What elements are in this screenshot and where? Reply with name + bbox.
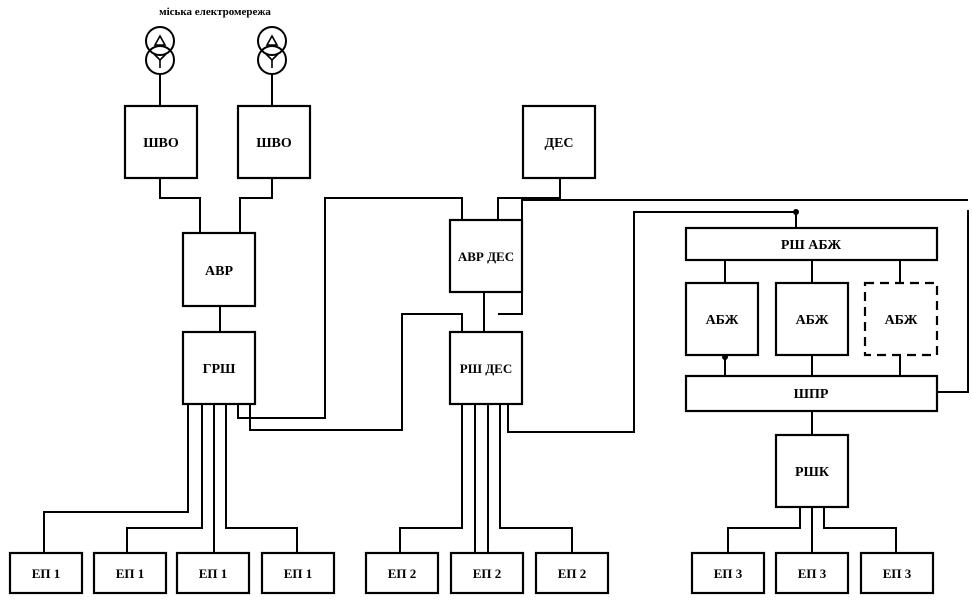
avr-des-box: АВР ДЕС	[448, 218, 524, 294]
svg-text:ШВО: ШВО	[256, 136, 292, 151]
svg-text:ЕП 2: ЕП 2	[558, 566, 587, 581]
svg-text:РШ АБЖ: РШ АБЖ	[781, 238, 841, 253]
load-ep3-b: ЕП 3	[774, 551, 850, 595]
wires	[43, 178, 969, 553]
shvo-box-2: ШВО	[236, 104, 312, 180]
svg-text:РШ ДЕС: РШ ДЕС	[460, 361, 512, 376]
svg-text:ЕП 1: ЕП 1	[116, 566, 145, 581]
svg-text:АВР ДЕС: АВР ДЕС	[458, 249, 514, 264]
load-ep3-a: ЕП 3	[690, 551, 766, 595]
abzh-box-2: АБЖ	[774, 281, 850, 357]
svg-text:ЕП 2: ЕП 2	[388, 566, 417, 581]
shpr-box: ШПР	[684, 374, 939, 413]
abzh-box-3-reserve: АБЖ	[863, 281, 939, 357]
svg-text:ЕП 3: ЕП 3	[798, 566, 827, 581]
svg-text:ЕП 1: ЕП 1	[32, 566, 61, 581]
svg-text:ЕП 3: ЕП 3	[714, 566, 743, 581]
load-ep1-b: ЕП 1	[92, 551, 168, 595]
svg-text:ДЕС: ДЕС	[544, 136, 573, 151]
svg-text:ГРШ: ГРШ	[203, 362, 236, 377]
grsh-box: ГРШ	[181, 330, 257, 406]
svg-text:ЕП 3: ЕП 3	[883, 566, 912, 581]
svg-text:АБЖ: АБЖ	[885, 313, 918, 328]
transformer-icon	[257, 26, 287, 106]
svg-text:ЕП 1: ЕП 1	[284, 566, 313, 581]
load-ep3-c: ЕП 3	[859, 551, 935, 595]
svg-text:ШПР: ШПР	[794, 387, 829, 402]
svg-text:РШК: РШК	[795, 465, 830, 480]
svg-text:АВР: АВР	[205, 264, 233, 279]
des-box: ДЕС	[521, 104, 597, 180]
load-ep1-a: ЕП 1	[8, 551, 84, 595]
rshk-box: РШК	[774, 433, 850, 509]
diagram-title: міська електромережа	[159, 6, 271, 18]
load-ep1-c: ЕП 1	[175, 551, 251, 595]
rsh-des-box: РШ ДЕС	[448, 330, 524, 406]
load-ep2-b: ЕП 2	[449, 551, 525, 595]
load-ep2-c: ЕП 2	[534, 551, 610, 595]
svg-text:ШВО: ШВО	[143, 136, 179, 151]
load-ep1-d: ЕП 1	[260, 551, 336, 595]
svg-text:АБЖ: АБЖ	[706, 313, 739, 328]
rsh-abzh-box: РШ АБЖ	[684, 226, 939, 262]
avr-box: АВР	[181, 231, 257, 308]
abzh-box-1: АБЖ	[684, 281, 760, 357]
svg-text:АБЖ: АБЖ	[796, 313, 829, 328]
shvo-box-1: ШВО	[123, 104, 199, 180]
svg-text:ЕП 1: ЕП 1	[199, 566, 228, 581]
svg-text:ЕП 2: ЕП 2	[473, 566, 502, 581]
transformer-icon	[145, 26, 175, 106]
load-ep2-a: ЕП 2	[364, 551, 440, 595]
